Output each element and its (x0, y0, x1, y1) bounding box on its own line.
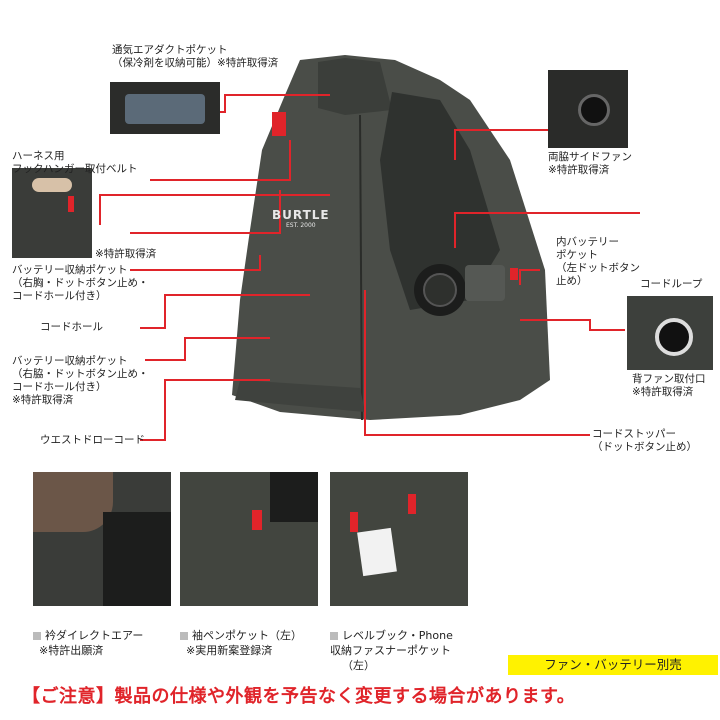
label-back-fan-mount: 背ファン取付口 ※特許取得済 (632, 373, 706, 398)
label-inner-battery-pocket: 内バッテリー ポケット （左ドットボタン 止め） (556, 236, 640, 287)
caption-note: ※実用新案登録済 (186, 644, 273, 657)
back-fan-mount-photo (627, 296, 713, 370)
air-duct-pocket-photo (110, 82, 220, 134)
caption-title: レベルブック・Phone 収納ファスナーポケット (330, 629, 453, 657)
label-harness-belt: ハーネス用 フックハンガー取付ベルト (12, 150, 138, 175)
caption-bullet (180, 632, 188, 640)
label-cord-stopper: コードストッパー （ドットボタン止め） (592, 428, 697, 453)
caption-phone: レベルブック・Phone 収納ファスナーポケット （左） (330, 613, 453, 688)
label-cord-loop: コードループ (640, 278, 703, 290)
label-battery-side-pocket: バッテリー収納ポケット （右脇・ドットボタン止め・ コードホール付き） ※特許取… (12, 355, 149, 406)
caution-notice: 【ご注意】製品の仕様や外観を予告なく変更する場合があります。 (22, 686, 576, 707)
label-waist-cord: ウエストドローコード (40, 434, 145, 446)
caption-bullet (330, 632, 338, 640)
harness-photo (12, 168, 92, 258)
label-cord-hole: コードホール (40, 321, 103, 333)
caption-title: 袖ペンポケット（左） (192, 629, 302, 642)
caption-sleeve: 袖ペンポケット（左） ※実用新案登録済 (180, 613, 302, 673)
caption-bullet (33, 632, 41, 640)
fan-battery-sold-separately-badge: ファン・バッテリー別売 (508, 655, 718, 675)
caption-title: 衿ダイレクトエアー (45, 629, 144, 642)
jacket-logo-est: EST. 2000 (285, 222, 316, 229)
caption-note: （左） (342, 659, 375, 672)
caption-note: ※特許出願済 (39, 644, 104, 657)
collar-air-photo (33, 472, 171, 606)
label-patent-1: ※特許取得済 (95, 248, 157, 260)
side-fan-photo (548, 70, 628, 148)
jacket-logo-brand: BURTLE (272, 208, 330, 222)
sleeve-pen-pocket-photo (180, 472, 318, 606)
label-battery-chest-pocket: バッテリー収納ポケット （右胸・ドットボタン止め・ コードホール付き） (12, 264, 149, 302)
caption-collar: 衿ダイレクトエアー ※特許出願済 (33, 613, 143, 673)
label-side-fan: 両脇サイドファン ※特許取得済 (548, 151, 632, 176)
jacket-logo: BURTLE EST. 2000 (272, 208, 330, 229)
badge-text: ファン・バッテリー別売 (544, 657, 682, 672)
jacket-photo (99, 55, 640, 441)
label-air-duct-pocket: 通気エアダクトポケット （保冷剤を収納可能）※特許取得済 (112, 44, 279, 69)
phone-pocket-photo (330, 472, 468, 606)
